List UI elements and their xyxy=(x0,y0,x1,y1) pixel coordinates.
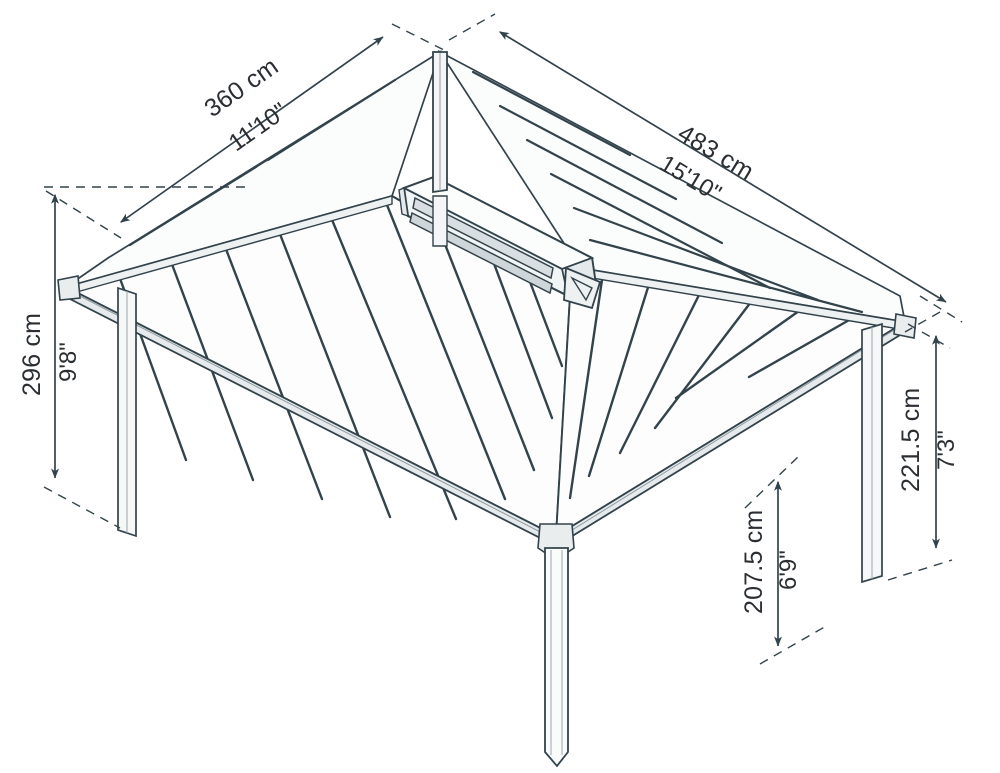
support-posts xyxy=(117,195,883,768)
dimension-label-eave-height-metric: 221.5 cm xyxy=(897,388,925,492)
post-front-body xyxy=(544,547,569,768)
dimension-label-eave-height-imperial: 7'3" xyxy=(933,430,960,470)
corner-bracket-left xyxy=(57,275,81,301)
dimension-overall-height: 296 cm 9'8" xyxy=(18,186,250,529)
extension-lines-clearance-height xyxy=(744,454,829,665)
post-left xyxy=(117,286,137,538)
extension-lines-roof-width xyxy=(45,13,496,239)
dimension-label-clearance-height-metric: 207.5 cm xyxy=(740,510,768,614)
dimension-label-overall-height-imperial: 9'8" xyxy=(55,342,82,382)
dimension-line-roof-length xyxy=(498,31,947,303)
dimension-label-overall-height-metric: 296 cm xyxy=(18,313,46,396)
post-rear-body xyxy=(432,195,448,247)
post-rear xyxy=(432,195,448,247)
dimension-line-roof-width xyxy=(120,36,384,223)
ridge-vent-left-cap xyxy=(398,187,409,218)
fascia-inner-line-left xyxy=(71,291,557,541)
corner-bracket-right xyxy=(893,313,917,339)
roof-ribs-front-right xyxy=(568,271,860,500)
extension-lines-roof-length xyxy=(904,295,963,333)
fascia-inner-line-right xyxy=(555,326,900,541)
post-front xyxy=(544,547,569,768)
roof-assembly xyxy=(57,49,917,561)
extension-lines-overall-height xyxy=(43,186,250,529)
dimension-eave-height: 221.5 cm 7'3" xyxy=(887,323,960,581)
post-right xyxy=(861,322,883,584)
apex-king-post xyxy=(432,51,448,194)
extension-lines-eave-height xyxy=(887,323,953,581)
dimension-clearance-height: 207.5 cm 6'9" xyxy=(740,454,829,665)
dimension-label-clearance-height-imperial: 6'9" xyxy=(775,550,802,590)
